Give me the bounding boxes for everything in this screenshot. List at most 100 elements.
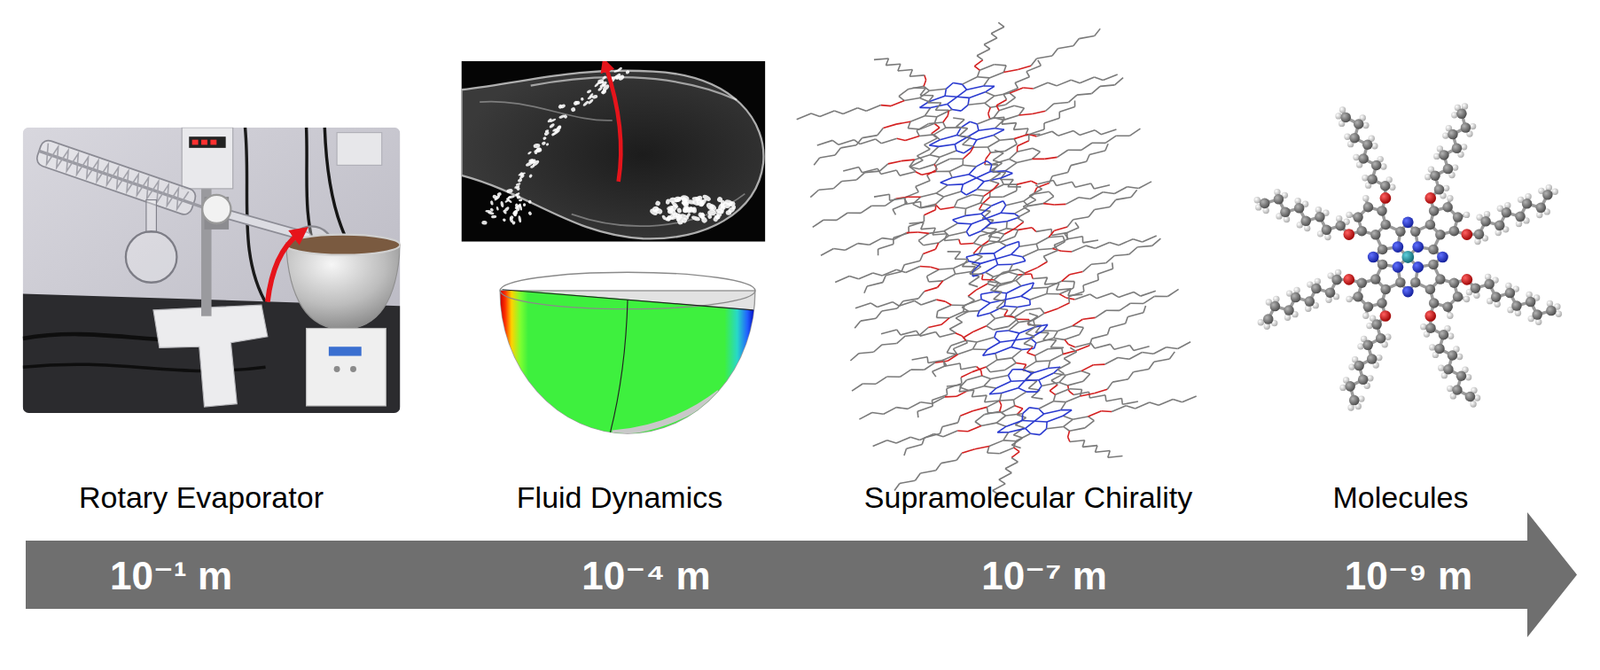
stick-bond	[996, 327, 1009, 334]
stick-bond	[1149, 238, 1164, 246]
stick-bond	[982, 196, 990, 204]
stick-bond	[1005, 294, 1021, 301]
stick-bond	[1019, 242, 1037, 248]
stick-bond	[1050, 374, 1066, 382]
atom-ball	[1428, 244, 1439, 256]
stick-bond	[923, 210, 936, 216]
stick-bond	[860, 317, 876, 322]
stick-bond	[963, 224, 974, 233]
stick-bond	[1034, 418, 1047, 426]
stick-bond	[1008, 358, 1020, 364]
stick-bond	[919, 163, 935, 169]
stick-bond	[1133, 344, 1150, 352]
stick-bond	[914, 291, 928, 299]
stick-bond	[960, 372, 973, 378]
stick-bond	[920, 468, 937, 476]
stick-bond	[1094, 206, 1110, 211]
stick-bond	[1114, 187, 1127, 195]
scale-label: 10⁻⁴ m	[581, 554, 711, 598]
stick-bond	[1097, 267, 1113, 275]
stick-bond	[1152, 347, 1169, 355]
stick-bond	[952, 215, 966, 220]
atom-ball	[1325, 287, 1336, 298]
stick-bond	[991, 273, 1006, 281]
stick-bond	[961, 231, 974, 237]
atom-ball	[1410, 226, 1421, 238]
atom-ball	[1460, 122, 1472, 133]
stick-bond	[904, 96, 920, 102]
stick-bond	[944, 393, 957, 400]
atom-ball	[1290, 292, 1302, 304]
stick-bond	[1015, 221, 1024, 228]
stick-bond	[1016, 148, 1032, 152]
stick-bond	[922, 108, 932, 117]
stick-bond	[1004, 304, 1018, 309]
stick-bond	[1070, 100, 1079, 108]
stick-bond	[1050, 48, 1060, 56]
stacked-molecule	[803, 241, 1227, 439]
solvent-particle	[664, 216, 673, 222]
stick-bond	[966, 338, 977, 344]
stick-bond	[934, 431, 944, 439]
stick-bond	[916, 124, 929, 132]
stick-bond	[1029, 188, 1042, 196]
solvent-particle	[719, 199, 726, 206]
stick-bond	[913, 240, 929, 246]
stick-bond	[918, 233, 929, 241]
stick-bond	[1064, 333, 1080, 341]
atom-ball	[1370, 229, 1382, 241]
stick-bond	[879, 163, 888, 172]
stick-bond	[892, 202, 907, 210]
stick-bond	[870, 203, 887, 208]
illustration-part	[530, 77, 737, 101]
stick-bond	[999, 200, 1011, 206]
stick-bond	[952, 107, 961, 114]
solvent-particle	[616, 66, 624, 72]
stick-bond	[1011, 391, 1030, 400]
stick-bond	[978, 203, 983, 211]
stick-bond	[877, 300, 893, 308]
stick-bond	[920, 205, 937, 209]
stick-bond	[991, 221, 1007, 224]
stick-bond	[920, 104, 931, 111]
stick-bond	[1047, 331, 1063, 339]
stick-bond	[921, 79, 928, 86]
stick-bond	[1003, 190, 1017, 197]
stick-bond	[1017, 227, 1032, 231]
stick-bond	[989, 159, 1006, 164]
node-outline	[25, 512, 1577, 638]
atom-ball	[1443, 364, 1454, 375]
stick-bond	[952, 342, 968, 350]
solvent-particle	[515, 182, 521, 187]
stick-bond	[992, 300, 1009, 308]
stick-bond	[1038, 401, 1055, 409]
stick-bond	[905, 202, 921, 205]
stick-bond	[949, 219, 962, 225]
atom-ball	[1371, 319, 1382, 330]
stick-bond	[990, 291, 1007, 299]
stick-bond	[1044, 117, 1060, 124]
stick-bond	[1069, 346, 1077, 354]
stick-bond	[1032, 276, 1047, 280]
solvent-particle	[674, 212, 680, 219]
stick-bond	[1149, 400, 1159, 408]
stick-bond	[939, 150, 957, 157]
stick-bond	[1021, 361, 1039, 370]
stick-bond	[941, 345, 957, 353]
stick-bond	[973, 414, 986, 422]
stick-bond	[982, 78, 992, 86]
atom-ball	[1339, 106, 1346, 113]
stick-bond	[907, 124, 921, 133]
stick-bond	[1030, 147, 1044, 154]
stick-bond	[874, 137, 882, 145]
stick-bond	[1007, 179, 1014, 188]
stick-bond	[986, 282, 1003, 290]
atom-ball	[1362, 195, 1369, 202]
solvent-particle	[673, 195, 683, 203]
atom-ball	[1463, 211, 1470, 219]
stick-bond	[1140, 289, 1156, 297]
stick-bond	[899, 448, 912, 456]
stick-bond	[1029, 330, 1046, 338]
stick-bond	[968, 276, 980, 284]
